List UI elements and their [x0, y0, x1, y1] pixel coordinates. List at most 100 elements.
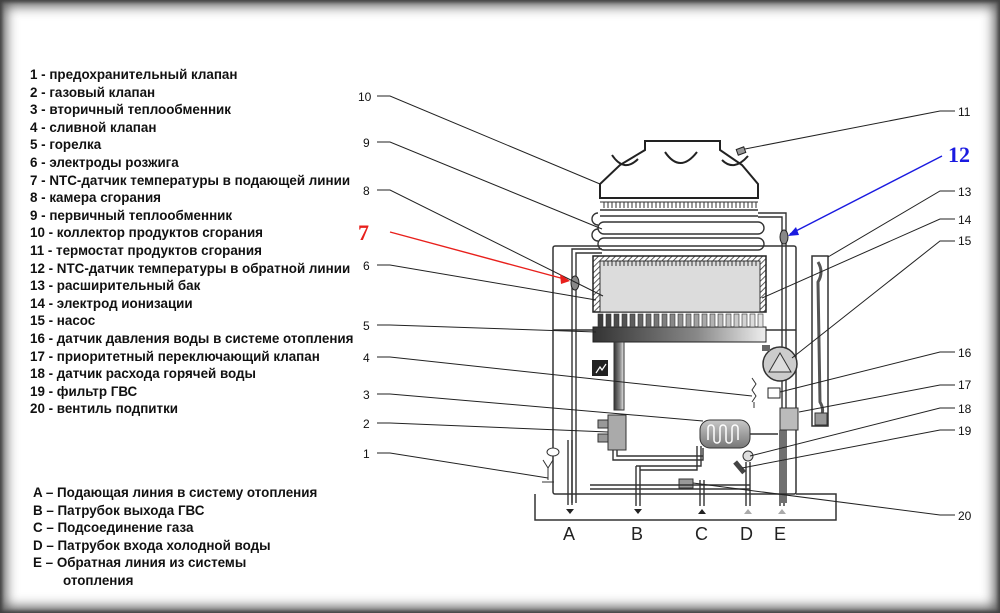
legend-item: 20 - вентиль подпитки [30, 401, 179, 417]
ntc-return-sensor [779, 229, 789, 245]
callout-2: 2 [363, 417, 370, 431]
connections-legend: A – Подающая линия в систему отопления B… [33, 484, 317, 590]
flue-collector [599, 140, 759, 199]
burner-tooth [661, 313, 668, 328]
callout-7-highlight: 7 [358, 220, 369, 245]
callout-17: 17 [958, 378, 972, 392]
arrow-e [778, 509, 786, 514]
legend-item: 9 - первичный теплообменник [30, 207, 233, 223]
callout-9: 9 [363, 136, 370, 150]
ntc-supply-pointer [389, 231, 570, 284]
burner-tooth [645, 313, 652, 328]
legend-item: 4 - сливной клапан [30, 119, 157, 135]
callout-15: 15 [958, 234, 972, 248]
legend-item: 5 - горелка [30, 137, 102, 153]
burner-tooth [637, 313, 644, 328]
flue-thermostat [735, 146, 747, 156]
burner-tooth [725, 313, 732, 328]
connection-item-d: D – Патрубок входа холодной воды [33, 537, 271, 553]
callout-8: 8 [363, 184, 370, 198]
callout-14: 14 [958, 213, 972, 227]
callout-16: 16 [958, 346, 972, 360]
arrow-a [566, 509, 574, 514]
port-label-b: B [631, 524, 643, 544]
priority-valve [779, 407, 799, 431]
legend-item: 6 - электроды розжига [30, 154, 179, 170]
connection-item-e-continuation: отопления [63, 572, 134, 588]
leader-lines-left [377, 95, 753, 479]
chamber-fins [603, 261, 757, 266]
callout-4: 4 [363, 351, 370, 365]
callout-3: 3 [363, 388, 370, 402]
component-legend: 1 - предохранительный клапан 2 - газовый… [30, 66, 360, 418]
fill-valve [678, 478, 694, 489]
legend-item: 14 - электрод ионизации [30, 295, 193, 311]
ntc-supply-sensor [570, 275, 580, 291]
safety-valve [542, 447, 560, 483]
burner-tooth [733, 313, 740, 328]
callout-18: 18 [958, 402, 972, 416]
legend-item: 16 - датчик давления воды в системе отоп… [30, 330, 354, 346]
flow-sensor [742, 450, 754, 462]
callout-20: 20 [958, 509, 972, 523]
burner-tooth [621, 313, 628, 328]
burner-tooth [597, 313, 604, 328]
burner-tooth [669, 313, 676, 328]
callout-12-highlight: 12 [948, 142, 970, 167]
burner-tooth [709, 313, 716, 328]
legend-item: 2 - газовый клапан [30, 84, 156, 100]
legend-item: 3 - вторичный теплообменник [30, 102, 231, 118]
port-label-a: A [563, 524, 575, 544]
legend-item: 7 - NTC-датчик температуры в подающей ли… [30, 172, 351, 188]
pump [762, 345, 798, 382]
callout-5: 5 [363, 319, 370, 333]
dhw-filter [733, 460, 747, 475]
burner-tooth [741, 313, 748, 328]
legend-item: 10 - коллектор продуктов сгорания [30, 225, 263, 241]
callout-19: 19 [958, 424, 972, 438]
callout-10: 10 [358, 90, 372, 104]
burner [592, 313, 767, 411]
burner-tooth [629, 313, 636, 328]
arrow-c [698, 509, 706, 514]
port-arrows [566, 509, 786, 514]
connection-item-a: A – Подающая линия в систему отопления [33, 485, 318, 500]
burner-tooth [605, 313, 612, 328]
port-label-d: D [740, 524, 753, 544]
connection-item-c: C – Подсоединение газа [33, 520, 194, 536]
callout-11: 11 [958, 105, 971, 119]
arrow-d [744, 509, 752, 514]
callout-1: 1 [363, 447, 370, 461]
connection-item-e: E – Обратная линия из системы [33, 555, 247, 571]
burner-tooth [717, 313, 724, 328]
burner-tooth [685, 313, 692, 328]
arrow-b [634, 509, 642, 514]
legend-item: 15 - насос [30, 313, 96, 329]
expansion-tank [811, 255, 829, 427]
legend-item: 12 - NTC-датчик температуры в обратной л… [30, 260, 351, 276]
connection-item-b: B – Патрубок выхода ГВС [33, 502, 205, 518]
burner-tooth [701, 313, 708, 328]
legend-item: 17 - приоритетный переключающий клапан [30, 348, 320, 364]
legend-item: 19 - фильтр ГВС [30, 383, 138, 399]
burner-tooth [677, 313, 684, 328]
port-label-e: E [774, 524, 786, 544]
legend-item: 1 - предохранительный клапан [30, 67, 238, 82]
burner-tooth [693, 313, 700, 328]
leader-lines-right [692, 110, 955, 516]
drain-valve [751, 377, 757, 408]
pressure-sensor [767, 387, 781, 399]
legend-item: 11 - термостат продуктов сгорания [30, 242, 262, 258]
burner-tooth [653, 313, 660, 328]
legend-item: 13 - расширительный бак [30, 278, 201, 294]
callout-13: 13 [958, 185, 972, 199]
legend-item: 18 - датчик расхода горячей воды [30, 366, 256, 382]
primary-heat-exchanger [571, 209, 787, 503]
legend-item: 8 - камера сгорания [30, 190, 161, 206]
burner-tooth [757, 313, 764, 328]
secondary-heat-exchanger [699, 419, 751, 449]
fins-top-ticks [603, 202, 757, 208]
gas-valve [607, 414, 627, 451]
burner-tooth [613, 313, 620, 328]
